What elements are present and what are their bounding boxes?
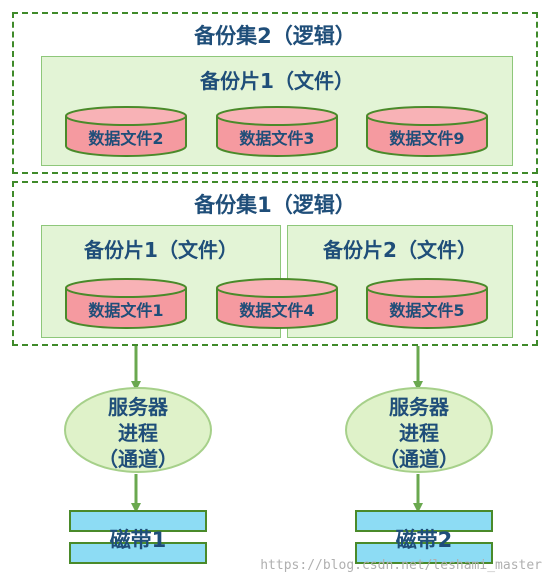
data-file-cylinder: 数据文件4 — [215, 278, 339, 330]
data-file-label: 数据文件5 — [389, 301, 465, 320]
data-file-label: 数据文件2 — [88, 129, 164, 148]
data-file-label: 数据文件4 — [239, 301, 315, 320]
tape-stripe — [69, 542, 207, 564]
tape-stripe — [69, 510, 207, 532]
process-line-2: 进程 — [118, 421, 158, 445]
tape-stripe — [355, 542, 493, 564]
ellipse-shape — [345, 387, 493, 473]
tape-stripe — [355, 510, 493, 532]
set1-shard-2-title: 备份片2（文件） — [323, 238, 477, 262]
data-file-label: 数据文件1 — [88, 301, 164, 320]
tape-1: 磁带1 — [69, 510, 207, 568]
server-process: 服务器 进程 （通道） — [63, 386, 213, 474]
data-file-label: 数据文件9 — [389, 129, 465, 148]
cylinder-icon — [65, 106, 187, 157]
set2-shard-1-title: 备份片1（文件） — [200, 69, 354, 93]
process-line-2: 进程 — [399, 421, 439, 445]
data-file-cylinder: 数据文件3 — [215, 106, 339, 158]
data-file-cylinder: 数据文件5 — [365, 278, 489, 330]
tape-label: 磁带2 — [395, 528, 453, 552]
data-file-cylinder: 数据文件1 — [64, 278, 188, 330]
ellipse-shape — [64, 387, 212, 473]
watermark: https://blog.csdn.net/leshami_master — [260, 558, 542, 573]
backup-set-1-title: 备份集1（逻辑） — [194, 193, 356, 217]
cylinder-icon — [366, 278, 488, 329]
set1-shard-1-title: 备份片1（文件） — [84, 238, 238, 262]
process-line-1: 服务器 — [389, 395, 449, 419]
process-line-3: （通道） — [98, 447, 178, 471]
tape-label: 磁带1 — [109, 528, 167, 552]
cylinder-icon — [216, 278, 338, 329]
cylinder-icon — [216, 106, 338, 157]
cylinder-icon — [366, 106, 488, 157]
data-file-cylinder: 数据文件9 — [365, 106, 489, 158]
data-file-label: 数据文件3 — [239, 129, 315, 148]
process-line-1: 服务器 — [108, 395, 168, 419]
backup-set-2-title: 备份集2（逻辑） — [194, 24, 356, 48]
data-file-cylinder: 数据文件2 — [64, 106, 188, 158]
server-process: 服务器 进程 （通道） — [344, 386, 494, 474]
cylinder-icon — [65, 278, 187, 329]
tape-2: 磁带2 — [355, 510, 493, 568]
process-line-3: （通道） — [379, 447, 459, 471]
